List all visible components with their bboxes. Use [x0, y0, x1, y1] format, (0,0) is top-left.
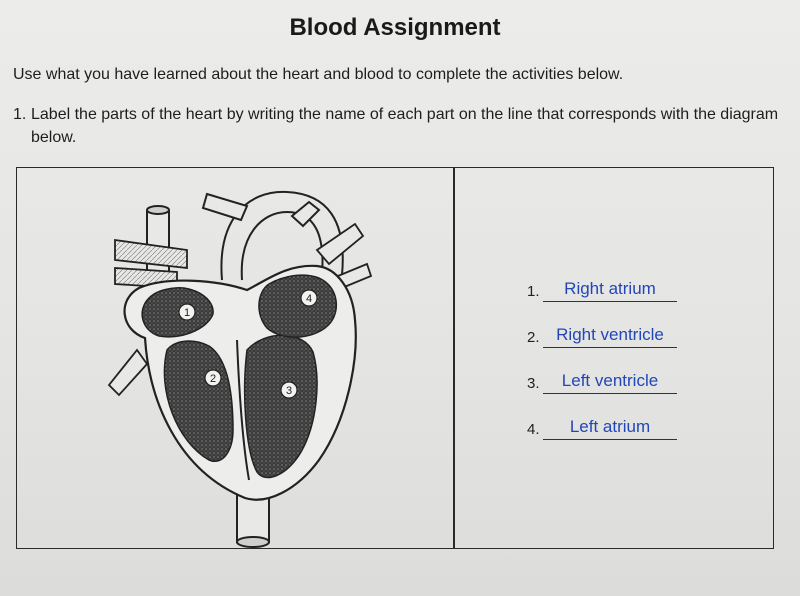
answer-row-4: 4. Left atrium — [527, 410, 727, 440]
answer-text[interactable]: Left ventricle — [561, 371, 659, 390]
answer-number: 4. — [527, 421, 540, 438]
left-atrium-chamber — [258, 274, 338, 338]
answer-row-1: 1. Right atrium — [527, 272, 727, 302]
svg-text:3: 3 — [286, 385, 292, 397]
answer-number: 2. — [527, 329, 540, 346]
marker-2: 2 — [204, 369, 222, 387]
table-divider — [453, 168, 455, 548]
answer-number: 3. — [527, 375, 540, 392]
superior-vena-cava — [146, 205, 170, 281]
question-number: 1. — [13, 106, 27, 123]
left-ventricle-chamber — [243, 334, 318, 479]
answer-line — [543, 347, 677, 348]
answer-text[interactable]: Left atrium — [569, 417, 651, 436]
septum — [236, 339, 250, 481]
answer-text[interactable]: Right atrium — [564, 279, 656, 298]
marker-4: 4 — [300, 289, 318, 307]
answer-table: 1 2 3 4 — [16, 167, 774, 549]
answer-row-3: 3. Left ventricle — [527, 364, 727, 394]
svg-text:2: 2 — [210, 373, 216, 385]
question-1: 1.Label the parts of the heart by writin… — [13, 103, 783, 149]
answer-line — [543, 301, 677, 302]
page-title: Blood Assignment — [289, 14, 501, 41]
answer-row-2: 2. Right ventricle — [527, 318, 727, 348]
heart-diagram: 1 2 3 4 — [107, 190, 373, 548]
marker-3: 3 — [280, 381, 298, 399]
answer-text[interactable]: Right ventricle — [556, 325, 664, 344]
marker-1: 1 — [178, 303, 196, 321]
answer-line — [543, 393, 677, 394]
question-text: Label the parts of the heart by writing … — [31, 106, 779, 146]
aortic-arch — [201, 190, 344, 281]
instructions: Use what you have learned about the hear… — [13, 66, 624, 83]
answer-line — [543, 439, 677, 440]
answer-number: 1. — [527, 283, 540, 300]
pulmonary-vessels — [107, 222, 373, 397]
svg-text:1: 1 — [184, 307, 190, 319]
right-atrium-chamber — [141, 287, 214, 338]
svg-text:4: 4 — [306, 293, 312, 305]
